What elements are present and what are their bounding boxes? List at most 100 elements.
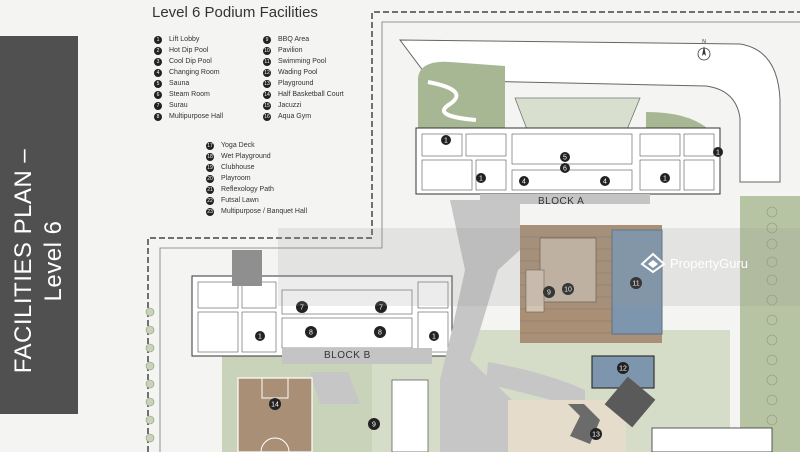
svg-text:1: 1: [479, 176, 483, 183]
legend-label: Hot Dip Pool: [169, 47, 209, 54]
marker-lift-a: 1: [476, 173, 486, 183]
legend-item: 14 Half Basketball Court: [263, 89, 344, 100]
left-walkway: [310, 372, 360, 404]
marker-swimming-pool: 11: [630, 277, 642, 289]
legend-label: Yoga Deck: [221, 142, 255, 149]
legend-number-badge: 5: [154, 79, 162, 88]
legend-number-badge: 21: [206, 185, 214, 194]
svg-text:6: 6: [563, 166, 567, 173]
legend-number-badge: 19: [206, 163, 214, 172]
side-title-line1: FACILITIES PLAN –: [10, 148, 37, 374]
legend-label: Surau: [169, 102, 188, 109]
tree-row-left: [145, 307, 155, 443]
side-banner: FACILITIES PLAN – Level 6: [0, 36, 78, 414]
legend-label: Sauna: [169, 80, 190, 87]
svg-text:5: 5: [563, 155, 567, 162]
legend-number-badge: 2: [154, 46, 162, 55]
marker-lift-e: 1: [441, 135, 451, 145]
block-a-corridor: [480, 194, 650, 204]
svg-text:1: 1: [432, 334, 436, 341]
compass-label: N: [702, 39, 706, 45]
marker-surau-a: 7: [296, 301, 308, 313]
svg-text:1: 1: [663, 176, 667, 183]
legend-label: Pavilion: [278, 47, 303, 54]
legend-label: Futsal Lawn: [221, 197, 259, 204]
small-building-left: [232, 250, 262, 286]
watermark-text: PropertyGuru: [670, 255, 749, 271]
svg-text:1: 1: [444, 138, 448, 145]
legend-label: Clubhouse: [221, 164, 255, 171]
bottom-right-building: [651, 427, 773, 452]
side-title-line2: Level 6: [40, 220, 67, 302]
legend-number-badge: 8: [154, 112, 162, 121]
legend-number-badge: 4: [154, 68, 162, 77]
svg-text:4: 4: [522, 179, 526, 186]
watermark: PropertyGuru: [640, 252, 748, 274]
svg-text:14: 14: [271, 402, 279, 409]
svg-text:13: 13: [592, 432, 600, 439]
svg-text:9: 9: [372, 422, 376, 429]
site-boundary: [147, 11, 800, 452]
shade-canopy: [604, 376, 656, 428]
marker-sauna: 5: [560, 152, 570, 162]
marker-lift-b: 1: [660, 173, 670, 183]
legend-label: Multipurpose / Banquet Hall: [221, 208, 307, 215]
legend-label: Jacuzzi: [278, 102, 302, 109]
marker-lift-c: 1: [255, 331, 265, 341]
marker-bbq-a: 9: [543, 286, 555, 298]
legend-number-badge: 13: [263, 79, 271, 88]
svg-text:12: 12: [619, 366, 627, 373]
legend-label: Cool Dip Pool: [169, 58, 212, 65]
playground-area: [508, 400, 626, 452]
svg-text:1: 1: [716, 150, 720, 157]
legend-number-badge: 14: [263, 90, 271, 99]
legend-label: Wet Playground: [221, 153, 271, 160]
block-b-label: BLOCK B: [324, 350, 371, 361]
service-block: [391, 379, 429, 452]
legend-label: Aqua Gym: [278, 113, 312, 120]
svg-text:4: 4: [603, 179, 607, 186]
legend-item: 21 Reflexology Path: [206, 184, 307, 195]
winding-path-top: [427, 80, 477, 122]
marker-lift-f: 1: [713, 147, 723, 157]
marker-hall-a: 8: [305, 326, 317, 338]
legend-number-badge: 15: [263, 101, 271, 110]
svg-text:8: 8: [378, 330, 382, 337]
block-b-building: [191, 275, 453, 357]
legend-label: Wading Pool: [278, 69, 318, 76]
legend-label: Half Basketball Court: [278, 91, 344, 98]
watermark-band: [278, 228, 800, 306]
marker-lift-d: 1: [429, 331, 439, 341]
marker-basketball: 14: [269, 398, 281, 410]
svg-text:7: 7: [379, 305, 383, 312]
top-courtyard: [514, 97, 641, 133]
legend-label: Playroom: [221, 175, 251, 182]
marker-hall-b: 8: [374, 326, 386, 338]
block-a-label: BLOCK A: [538, 196, 585, 207]
legend-item: 15 Jacuzzi: [263, 100, 344, 111]
legend-number-badge: 1: [154, 35, 162, 44]
legend-label: Steam Room: [169, 91, 210, 98]
marker-changing-b: 4: [600, 176, 610, 186]
green-area-top-left: [418, 61, 505, 128]
svg-text:11: 11: [632, 281, 639, 288]
svg-text:10: 10: [564, 287, 572, 294]
svg-text:7: 7: [300, 305, 304, 312]
svg-text:1: 1: [258, 334, 262, 341]
marker-bbq-b: 9: [368, 418, 380, 430]
tree-row: [766, 206, 778, 426]
legend-number-badge: 6: [154, 90, 162, 99]
legend-label: Reflexology Path: [221, 186, 274, 193]
svg-text:9: 9: [547, 290, 551, 297]
